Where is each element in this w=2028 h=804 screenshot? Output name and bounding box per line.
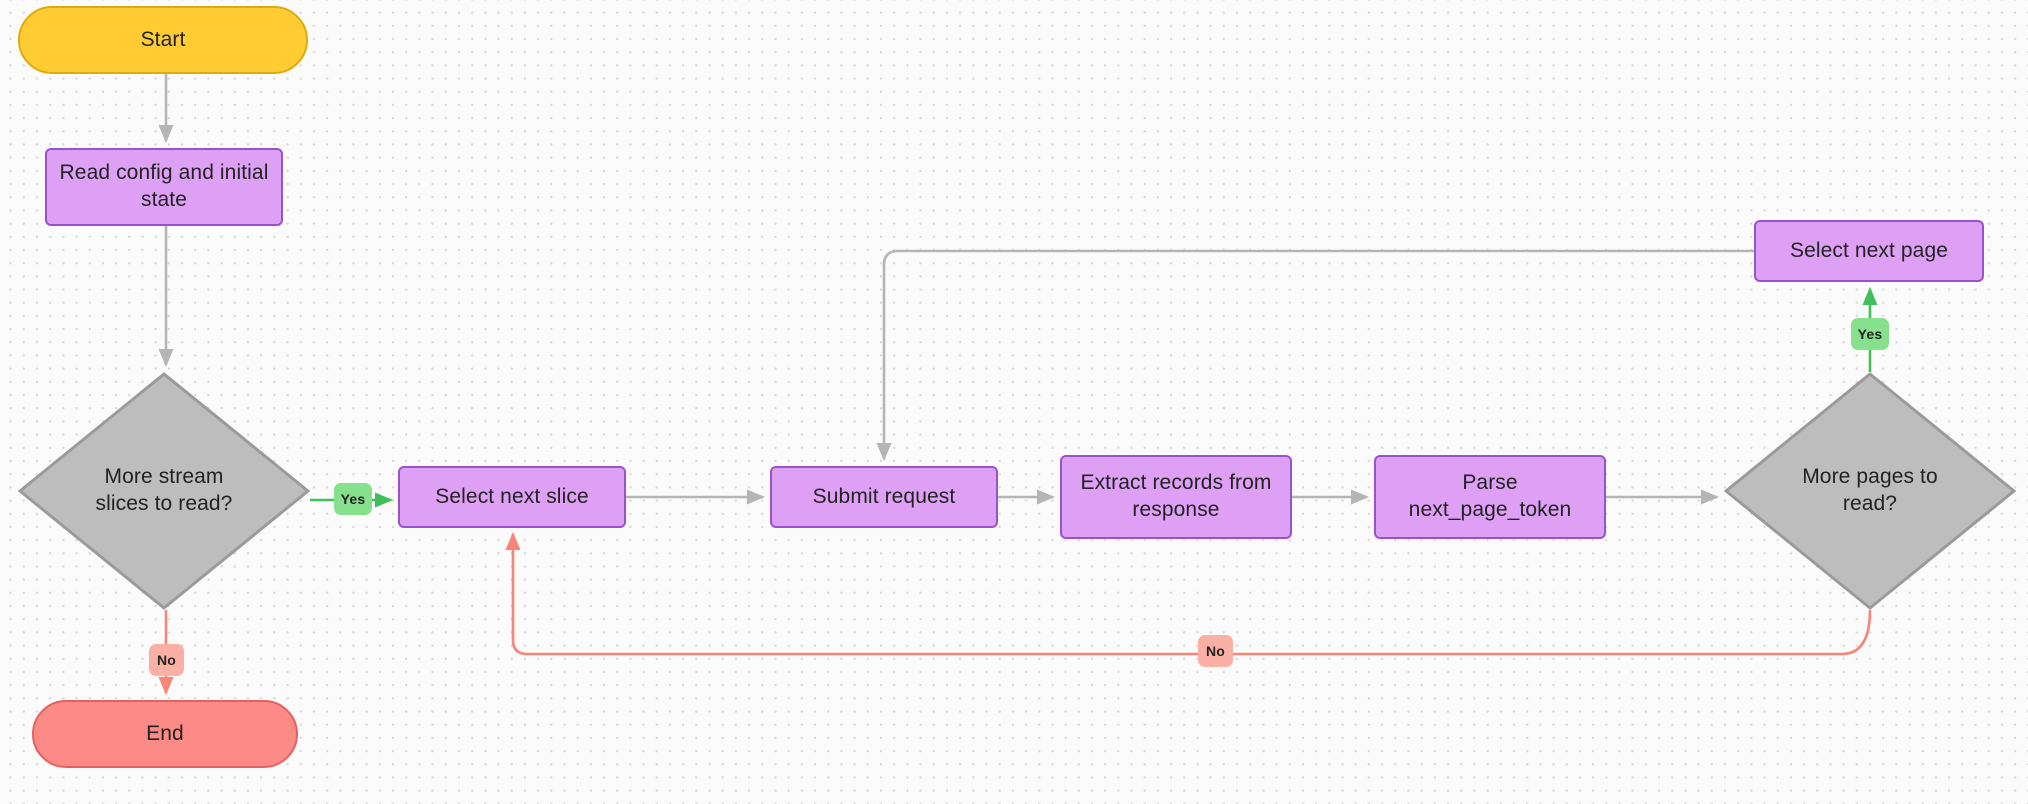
edge-label-text: Yes [340,491,366,507]
edge-label-text: Yes [1857,326,1883,342]
edge-label-no-more-stream-slices[interactable]: No [149,644,184,676]
edge-label-no-more-pages[interactable]: No [1198,635,1233,667]
node-end[interactable]: End [32,700,298,768]
node-select-next-page-label: Select next page [1789,238,1949,262]
edge-pages-no-a [1233,609,1872,656]
node-parse-next-page-token-label: Parse next_page_token [1408,471,1572,521]
edge-label-yes-more-stream-slices[interactable]: Yes [334,483,372,515]
edge-label-text: No [156,652,177,668]
edge-nextpage-to-submit [876,249,1754,462]
diamond-shape [18,372,310,610]
node-select-next-page[interactable]: Select next page [1754,220,1984,282]
node-start[interactable]: Start [18,6,308,74]
node-submit-request[interactable]: Submit request [770,466,998,528]
node-extract-records[interactable]: Extract records from response [1060,455,1292,539]
edge-pages-no-b [505,531,1198,656]
node-select-next-slice-label: Select next slice [435,484,589,508]
edge-label-yes-more-pages[interactable]: Yes [1851,318,1889,350]
node-more-pages[interactable]: More pages to read? [1724,372,2016,610]
node-select-next-slice[interactable]: Select next slice [398,466,626,528]
edge-label-text: No [1205,643,1226,659]
node-extract-records-label: Extract records from response [1080,471,1272,521]
node-start-label: Start [140,27,186,51]
node-submit-request-label: Submit request [812,484,956,508]
node-more-pages-label: More pages to read? [1802,465,1938,515]
node-read-config[interactable]: Read config and initial state [45,148,283,226]
node-end-label: End [146,721,184,745]
node-parse-next-page-token[interactable]: Parse next_page_token [1374,455,1606,539]
node-more-stream-slices[interactable]: More stream slices to read? [18,372,310,610]
diamond-shape [1724,372,2016,610]
node-more-stream-slices-label: More stream slices to read? [95,465,233,515]
node-read-config-label: Read config and initial state [59,161,269,211]
